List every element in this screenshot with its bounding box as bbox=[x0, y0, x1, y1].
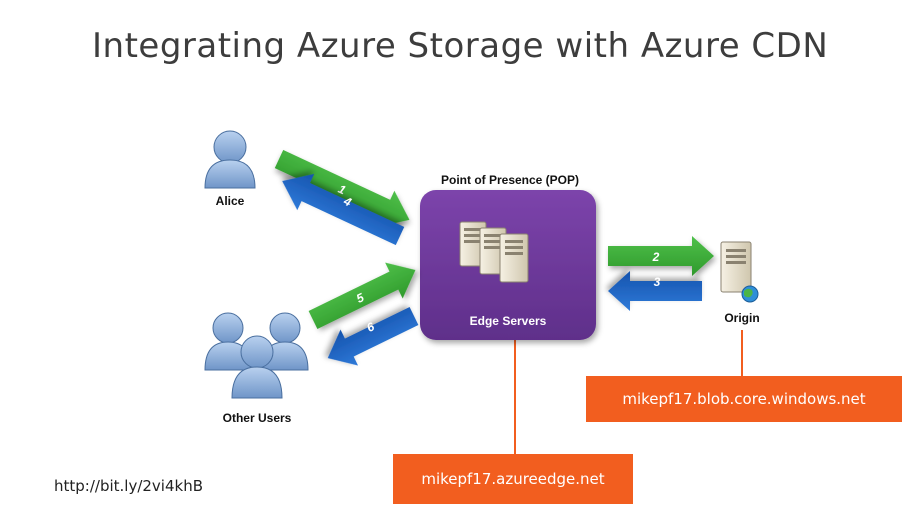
origin-url-box: mikepf17.blob.core.windows.net bbox=[586, 376, 902, 422]
users-group-icon bbox=[204, 312, 309, 399]
origin-url: mikepf17.blob.core.windows.net bbox=[622, 390, 866, 408]
globe-icon bbox=[741, 285, 759, 303]
arrow-2-label: 2 bbox=[652, 250, 660, 264]
arrow-2: 2 bbox=[608, 236, 714, 276]
origin-label: Origin bbox=[724, 311, 759, 325]
page-title: Integrating Azure Storage with Azure CDN bbox=[92, 26, 829, 66]
origin-server-icon bbox=[720, 241, 752, 293]
alice-user-icon bbox=[204, 130, 256, 189]
arrow-1: 1 bbox=[274, 149, 410, 227]
arrow-3: 3 bbox=[608, 271, 702, 311]
short-link[interactable]: http://bit.ly/2vi4khB bbox=[54, 477, 204, 495]
other-users-label: Other Users bbox=[223, 411, 292, 425]
alice-label: Alice bbox=[216, 194, 245, 208]
arrow-5: 5 bbox=[308, 262, 416, 329]
pop-heading: Point of Presence (POP) bbox=[441, 173, 579, 187]
cdn-url: mikepf17.azureedge.net bbox=[421, 470, 605, 488]
server-icon bbox=[459, 221, 529, 283]
edge-servers-label: Edge Servers bbox=[470, 314, 547, 328]
cdn-url-box: mikepf17.azureedge.net bbox=[393, 454, 633, 504]
arrow-3-label: 3 bbox=[654, 275, 661, 289]
